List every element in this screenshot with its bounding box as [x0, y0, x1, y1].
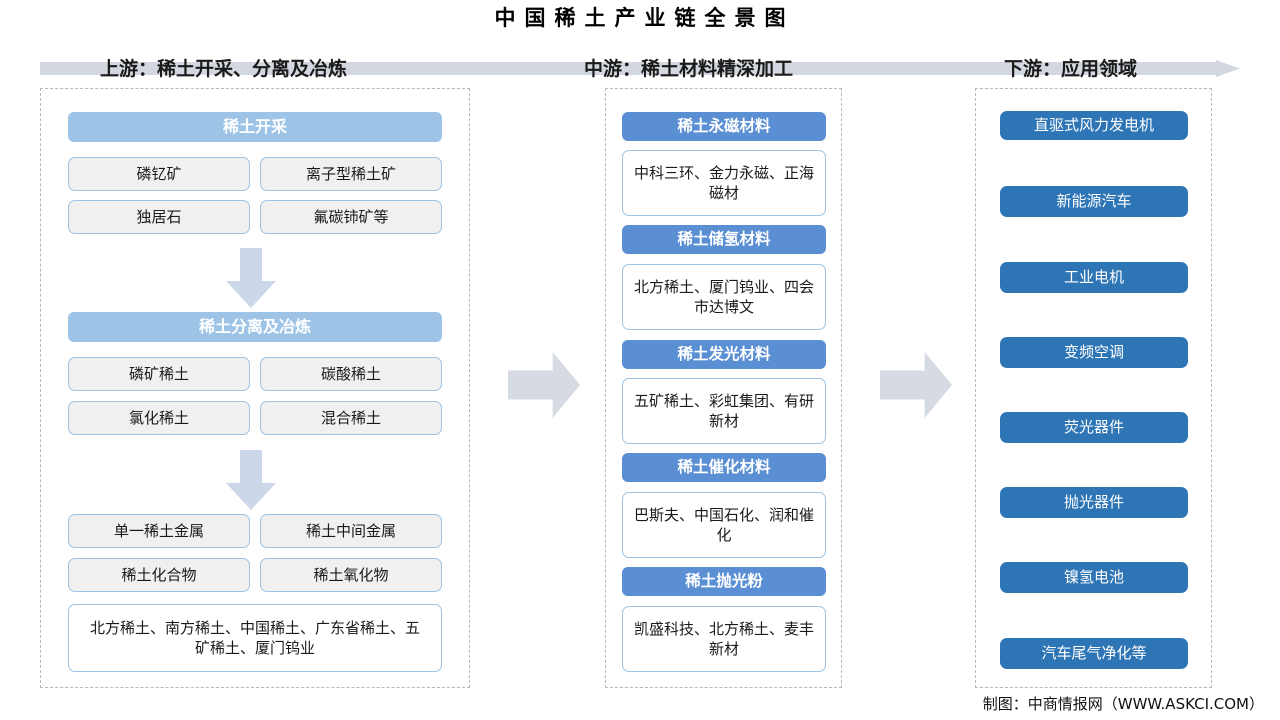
midstream-block-1-companies[interactable]: 北方稀土、厦门钨业、四会市达博文	[622, 264, 826, 330]
upstream-group1-item-3[interactable]: 氟碳铈矿等	[260, 200, 442, 234]
midstream-block-4-companies[interactable]: 凯盛科技、北方稀土、麦丰新材	[622, 606, 826, 672]
upstream-group2-header: 稀土分离及冶炼	[68, 312, 442, 342]
midstream-to-downstream-arrow-icon	[880, 352, 952, 418]
upstream-group2-item-1[interactable]: 碳酸稀土	[260, 357, 442, 391]
upstream-group1-item-0[interactable]: 磷钇矿	[68, 157, 250, 191]
midstream-block-3-companies[interactable]: 巴斯夫、中国石化、润和催化	[622, 492, 826, 558]
upstream-group2-item-3[interactable]: 混合稀土	[260, 401, 442, 435]
upstream-group3-item-1[interactable]: 稀土中间金属	[260, 514, 442, 548]
downstream-item-3[interactable]: 变频空调	[1000, 337, 1188, 368]
upstream-group1-item-1[interactable]: 离子型稀土矿	[260, 157, 442, 191]
upstream-group3-item-0[interactable]: 单一稀土金属	[68, 514, 250, 548]
downstream-item-0[interactable]: 直驱式风力发电机	[1000, 111, 1188, 140]
stage-band-arrow	[40, 60, 1240, 77]
midstream-block-2-header: 稀土发光材料	[622, 340, 826, 369]
midstream-block-1-header: 稀土储氢材料	[622, 225, 826, 254]
downstream-item-6[interactable]: 镍氢电池	[1000, 562, 1188, 593]
upstream-group1-item-2[interactable]: 独居石	[68, 200, 250, 234]
downstream-item-4[interactable]: 荧光器件	[1000, 412, 1188, 443]
upstream-to-midstream-arrow-icon	[508, 352, 580, 418]
upstream-companies-box[interactable]: 北方稀土、南方稀土、中国稀土、广东省稀土、五矿稀土、厦门钨业	[68, 604, 442, 672]
midstream-column	[605, 88, 842, 688]
upstream-group3-item-2[interactable]: 稀土化合物	[68, 558, 250, 592]
downstream-item-7[interactable]: 汽车尾气净化等	[1000, 638, 1188, 669]
midstream-block-3-header: 稀土催化材料	[622, 453, 826, 482]
upstream-column	[40, 88, 470, 688]
stage-label-midstream: 中游：稀土材料精深加工	[584, 58, 794, 80]
midstream-block-4-header: 稀土抛光粉	[622, 567, 826, 596]
downstream-column	[975, 88, 1212, 688]
downstream-item-5[interactable]: 抛光器件	[1000, 487, 1188, 518]
downstream-item-2[interactable]: 工业电机	[1000, 262, 1188, 293]
upstream-group1-header: 稀土开采	[68, 112, 442, 142]
midstream-block-0-companies[interactable]: 中科三环、金力永磁、正海磁材	[622, 150, 826, 216]
stage-label-upstream: 上游：稀土开采、分离及冶炼	[100, 58, 348, 80]
upstream-group3-item-3[interactable]: 稀土氧化物	[260, 558, 442, 592]
stage-label-downstream: 下游：应用领域	[1004, 58, 1138, 80]
midstream-block-0-header: 稀土永磁材料	[622, 112, 826, 141]
page-title: 中国稀土产业链全景图	[494, 6, 795, 30]
footer-credit: 制图：中商情报网（WWW.ASKCI.COM）	[982, 695, 1264, 713]
upstream-group2-item-0[interactable]: 磷矿稀土	[68, 357, 250, 391]
midstream-block-2-companies[interactable]: 五矿稀土、彩虹集团、有研新材	[622, 378, 826, 444]
upstream-group2-item-2[interactable]: 氯化稀土	[68, 401, 250, 435]
downstream-item-1[interactable]: 新能源汽车	[1000, 186, 1188, 217]
